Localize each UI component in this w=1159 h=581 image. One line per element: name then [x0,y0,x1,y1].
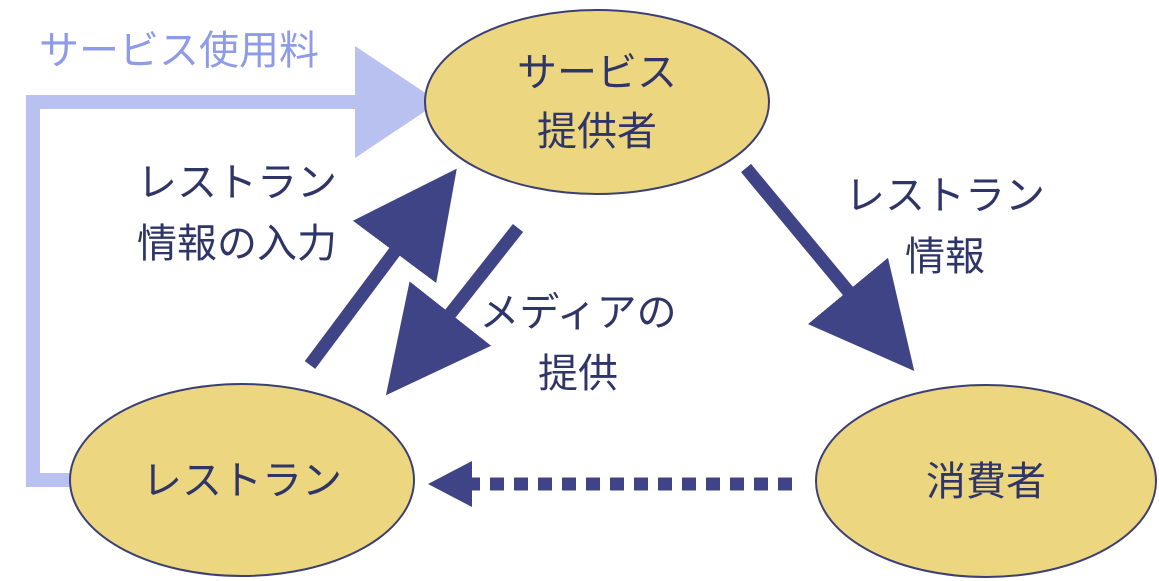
service-provider-label-line1: サービス [517,50,677,96]
service-provider-node [424,9,770,195]
provider-to-consumer-arrow [740,163,915,372]
restaurant-label: レストラン [142,458,342,504]
consumer-label: 消費者 [926,459,1046,505]
service-fee-arrow [26,46,439,487]
restaurant-info-label-line2: 情報 [905,234,985,280]
service-provider-label-line2: 提供者 [537,109,657,155]
consumer-to-restaurant-arrowhead [428,461,472,507]
service-fee-label: サービス使用料 [39,28,319,74]
media-provision-label-line2: 提供 [538,351,618,397]
consumer-node [815,384,1157,578]
provider-to-restaurant-arrow [385,223,524,396]
media-provision-label-line1: メディアの [479,290,676,336]
restaurant-input-label-line2: 情報の入力 [137,221,337,267]
restaurant-input-label-line1: レストラン [137,160,337,206]
restaurant-to-provider-arrow [304,168,457,369]
restaurant-node [69,383,415,577]
restaurant-info-label-line1: レストラン [845,173,1045,219]
